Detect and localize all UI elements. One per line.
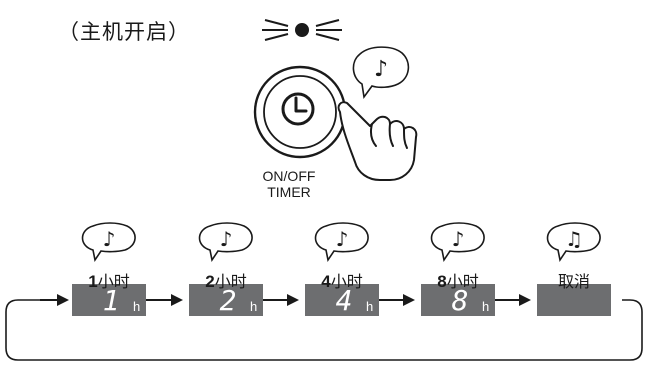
music-note-icon: ♪: [103, 227, 116, 251]
speech-bubble: [81, 222, 136, 263]
cycle-loop-line: [5, 299, 643, 361]
step-caption-value: 1: [88, 272, 98, 291]
svg-text:♪: ♪: [374, 57, 388, 82]
display-unit: h: [133, 299, 140, 314]
arrow-to-step-2: [142, 294, 183, 306]
arrow-to-step-1: [40, 294, 69, 306]
step-caption-text: 小时: [330, 272, 363, 291]
step-caption-value: 4: [321, 272, 331, 291]
step-caption-text: 小时: [97, 272, 130, 291]
step-caption-value: 8: [437, 272, 447, 291]
step-caption-cancel: 取消: [534, 268, 614, 292]
timer-display: [421, 284, 495, 316]
speech-bubble: [430, 222, 485, 263]
step-caption-value: 2: [205, 272, 215, 291]
arrow-to-step-5: [492, 294, 531, 306]
on-off-timer-label: ON/OFF TIMER: [252, 168, 326, 200]
sequence-arrows: [40, 294, 531, 306]
step-caption-4h: 4小时: [302, 268, 382, 292]
music-note-icon: ♪: [352, 46, 410, 100]
timer-label-line2: TIMER: [267, 184, 311, 200]
speech-bubble: [198, 222, 253, 263]
music-note-icon: ♪: [336, 227, 349, 251]
step-caption-text: 取消: [557, 272, 590, 291]
step-caption-text: 小时: [214, 272, 247, 291]
step-caption-8h: 8小时: [418, 268, 498, 292]
display-unit: h: [482, 299, 489, 314]
display-digit: 8: [452, 284, 469, 317]
double-music-note-icon: ♫: [565, 227, 583, 251]
display-digit: 2: [220, 284, 237, 317]
clock-icon: [281, 92, 315, 126]
display-digit: 1: [103, 284, 120, 317]
timer-step-5: ♫: [537, 222, 611, 316]
music-note-icon: ♪: [452, 227, 465, 251]
timer-display: [305, 284, 379, 316]
hand-press-icon: [337, 101, 418, 181]
speech-bubble: [314, 222, 369, 263]
step-caption-2h: 2小时: [186, 268, 266, 292]
timer-display: [537, 284, 611, 316]
timer-display: [72, 284, 146, 316]
display-unit: h: [366, 299, 373, 314]
arrow-to-step-4: [376, 294, 415, 306]
display-unit: h: [250, 299, 257, 314]
step-caption-1h: 1小时: [69, 268, 149, 292]
arrow-to-step-3: [260, 294, 299, 306]
speech-bubble: [546, 222, 601, 263]
step-caption-text: 小时: [446, 272, 479, 291]
music-note-icon: ♪: [220, 227, 233, 251]
display-digit: 4: [336, 284, 353, 317]
power-on-caption: （主机开启）: [58, 20, 190, 44]
on-off-label-line1: ON/OFF: [262, 168, 316, 184]
flashing-lamp-icon: [262, 19, 342, 41]
timer-display: [189, 284, 263, 316]
